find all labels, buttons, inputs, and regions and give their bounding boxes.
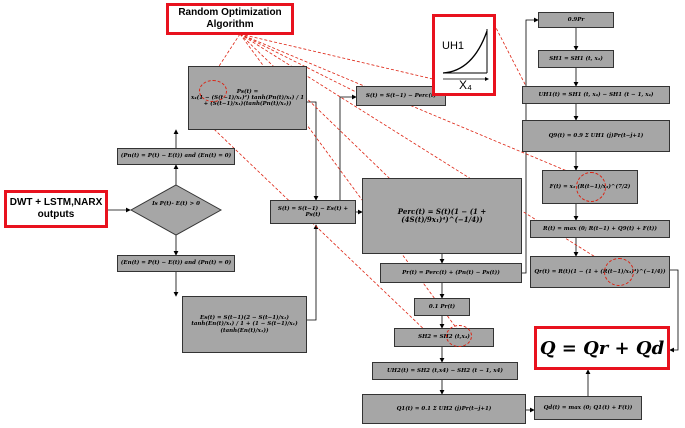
x4-axis-label: X₄: [459, 78, 472, 92]
p01-formula: 0.1 Pr(t): [428, 303, 456, 310]
uh1-curve-plot: [442, 29, 489, 81]
sh2-box: SH2 = SH2 (t,x₄): [394, 328, 494, 347]
en-formula: (En(t) = P(t) − E(t)) and (Pn(t) = 0): [120, 260, 232, 267]
qr-highlight-circle: [604, 258, 634, 286]
pn-formula: (Pn(t) = P(t) − E(t)) and (En(t) = 0): [120, 153, 232, 160]
optimization-algorithm-box: Random Optimization Algorithm: [166, 3, 294, 35]
sh2-highlight-circle: [446, 325, 472, 347]
pr-box: Pr(t) = Perc(t) + (Pn(t) − Ps(t)): [380, 263, 522, 283]
qr-formula: Qr(t) = R(t)(1 − (1 + (R(t−1)/x₃)⁴)^(−1/…: [534, 268, 666, 275]
sh1-formula: SH1 = SH1 (t, x₄): [549, 55, 603, 62]
q9-formula: Q9(t) = 0.9 Σ UH1 (j)Pr(t−j+1): [548, 132, 644, 139]
ps-label: Ps(t) =: [236, 88, 259, 95]
pr-formula: Pr(t) = Perc(t) + (Pn(t) − Ps(t)): [402, 269, 500, 276]
arrow-qr-result: [669, 269, 679, 353]
p09-box: 0.9Pr: [538, 12, 614, 28]
p01-box: 0.1 Pr(t): [414, 298, 470, 316]
result-equation-box: Q = Qr + Qd: [534, 326, 670, 370]
r-formula: R(t) = max (0; R(t−1) + Q9(t) + F(t)): [543, 225, 657, 232]
decision-label: Is P(t)- E(t) > 0: [152, 201, 200, 207]
perc-formula: Perc(t) = S(t)(1 − (1 + (4S(t)/9x₁)⁴)^(−…: [397, 206, 487, 224]
arrow-ps-storage: [307, 101, 319, 201]
storage-formula: S(t) = S(t−1) − Es(t) + Ps(t): [277, 205, 349, 218]
uh1-axis-label: UH1: [442, 40, 465, 52]
sh1-box: SH1 = SH1 (t, x₄): [538, 50, 614, 68]
r-box: R(t) = max (0; R(t−1) + Q9(t) + F(t)): [530, 220, 670, 238]
ps-formula: x₄(1 − (S(t−1)/x₁)²) tanh(Pn(t)/x₁) / 1 …: [190, 94, 305, 108]
q1-box: Q1(t) = 0.1 Σ UH2 (j)Pr(t−j+1): [362, 394, 526, 424]
p09-formula: 0.9Pr: [567, 16, 585, 23]
result-equation: Q = Qr + Qd: [539, 337, 665, 359]
f-highlight-circle: [576, 172, 606, 202]
input-label: DWT + LSTM,NARX outputs: [9, 197, 103, 220]
uh2-box: UH2(t) = SH2 (t,x4) − SH2 (t − 1, x4): [372, 362, 518, 380]
optimization-algorithm-label: Random Optimization Algorithm: [178, 7, 282, 30]
decision-diamond: [130, 184, 222, 236]
en-box: (En(t) = P(t) − E(t)) and (Pn(t) = 0): [117, 255, 235, 272]
es-formula: Es(t) = S(t−1)(2 − S(t−1)/x₁) tanh(En(t)…: [191, 315, 298, 334]
dash-link-inset-uh1: [493, 23, 529, 91]
dash-link-qr: [239, 33, 617, 271]
sh2-formula: SH2 = SH2 (t,x₄): [418, 334, 470, 341]
uh1-formula: UH1(t) = SH1 (t, x₄) − SH1 (t − 1, x₄): [538, 91, 654, 98]
q9-box: Q9(t) = 0.9 Σ UH1 (j)Pr(t−j+1): [522, 120, 670, 152]
uh2-formula: UH2(t) = SH2 (t,x4) − SH2 (t − 1, x4): [387, 367, 503, 374]
x4-highlight-circle: [199, 80, 227, 102]
perc-box: Perc(t) = S(t)(1 − (1 + (4S(t)/9x₁)⁴)^(−…: [362, 178, 522, 254]
input-box: DWT + LSTM,NARX outputs: [4, 190, 108, 228]
qd-formula: Qd(t) = max (0; Q1(t) + F(t)): [543, 404, 633, 411]
storage-box: S(t) = S(t−1) − Es(t) + Ps(t): [270, 200, 356, 224]
arrow-storage-sperc: [339, 94, 357, 200]
uh1-curve-inset: [432, 14, 496, 96]
uh1-box: UH1(t) = SH1 (t, x₄) − SH1 (t − 1, x₄): [522, 86, 670, 104]
s-perc-box: S(t) = S(t−1) − Perc(t): [356, 86, 446, 106]
qd-box: Qd(t) = max (0; Q1(t) + F(t)): [534, 396, 642, 420]
arrow-es-storage: [307, 224, 319, 321]
s-perc-formula: S(t) = S(t−1) − Perc(t): [365, 92, 437, 99]
dash-link-perc: [239, 33, 415, 203]
q1-formula: Q1(t) = 0.1 Σ UH2 (j)Pr(t−j+1): [396, 405, 492, 412]
dash-link-sperc: [239, 33, 357, 93]
pn-box: (Pn(t) = P(t) − E(t)) and (En(t) = 0): [117, 148, 235, 165]
es-box: Es(t) = S(t−1)(2 − S(t−1)/x₁) tanh(En(t)…: [182, 296, 307, 353]
qr-box: Qr(t) = R(t)(1 − (1 + (R(t−1)/x₃)⁴)^(−1/…: [530, 256, 670, 288]
